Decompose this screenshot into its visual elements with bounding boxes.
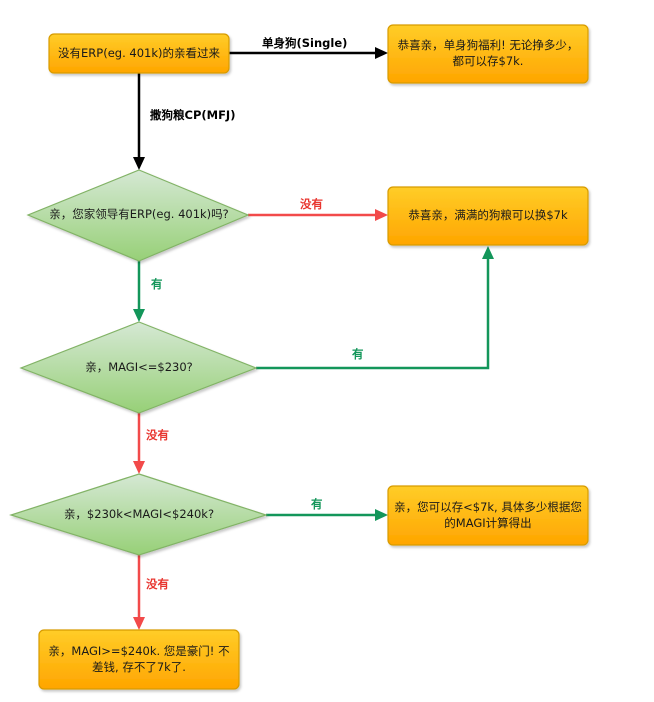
magi-range-diamond <box>9 473 268 556</box>
start-box-text: 没有ERP(eg. 401k)的亲看过来 <box>58 45 220 60</box>
magi230-diamond <box>19 321 258 414</box>
edge-label-single: 单身狗(Single) <box>262 36 348 50</box>
edge-label-range-no: 没有 <box>146 577 169 591</box>
edge-label-mfj: 撒狗粮CP(MFJ) <box>150 108 236 122</box>
full-7k-box <box>387 186 589 246</box>
edge-range-yes-to-partial <box>266 509 388 521</box>
edge-range-no-to-rich <box>133 555 145 630</box>
edge-label-no-erp: 没有 <box>300 197 323 211</box>
edge-start-to-spouse-question <box>133 73 145 170</box>
edge-spouse-no-to-full <box>248 209 388 221</box>
edge-spouse-yes-to-magi230 <box>133 261 145 322</box>
edge-label-magi-no: 没有 <box>146 428 169 442</box>
partial-box <box>387 485 589 546</box>
spouse-erp-diamond <box>26 169 250 262</box>
edge-magi230-yes-to-full <box>256 246 494 370</box>
edge-start-to-single <box>229 47 388 59</box>
magi230-diamond-text: 亲，MAGI<=$230? <box>85 360 193 375</box>
rich-box-text: 亲，MAGI>=$240k. 您是豪门! 不差钱, 存不了7k了. <box>48 643 230 674</box>
edge-magi230-no-to-range <box>133 413 145 474</box>
magi-range-diamond-text: 亲，$230k<MAGI<$240k? <box>63 507 215 522</box>
partial-box-text: 亲，您可以存<$7k, 具体多少根据您的MAGI计算得出 <box>394 499 582 530</box>
edge-label-range-yes: 有 <box>311 497 323 511</box>
edge-label-has-erp: 有 <box>151 277 163 291</box>
full-7k-box-text: 恭喜亲，满满的狗粮可以换$7k <box>408 208 568 223</box>
spouse-erp-diamond-text: 亲，您家领导有ERP(eg. 401k)吗? <box>49 207 229 222</box>
rich-box <box>38 629 240 690</box>
single-box <box>387 24 589 84</box>
single-box-text: 恭喜亲，单身狗福利! 无论挣多少，都可以存$7k. <box>397 38 579 68</box>
edge-label-magi-yes: 有 <box>352 347 364 361</box>
start-box <box>48 33 230 74</box>
